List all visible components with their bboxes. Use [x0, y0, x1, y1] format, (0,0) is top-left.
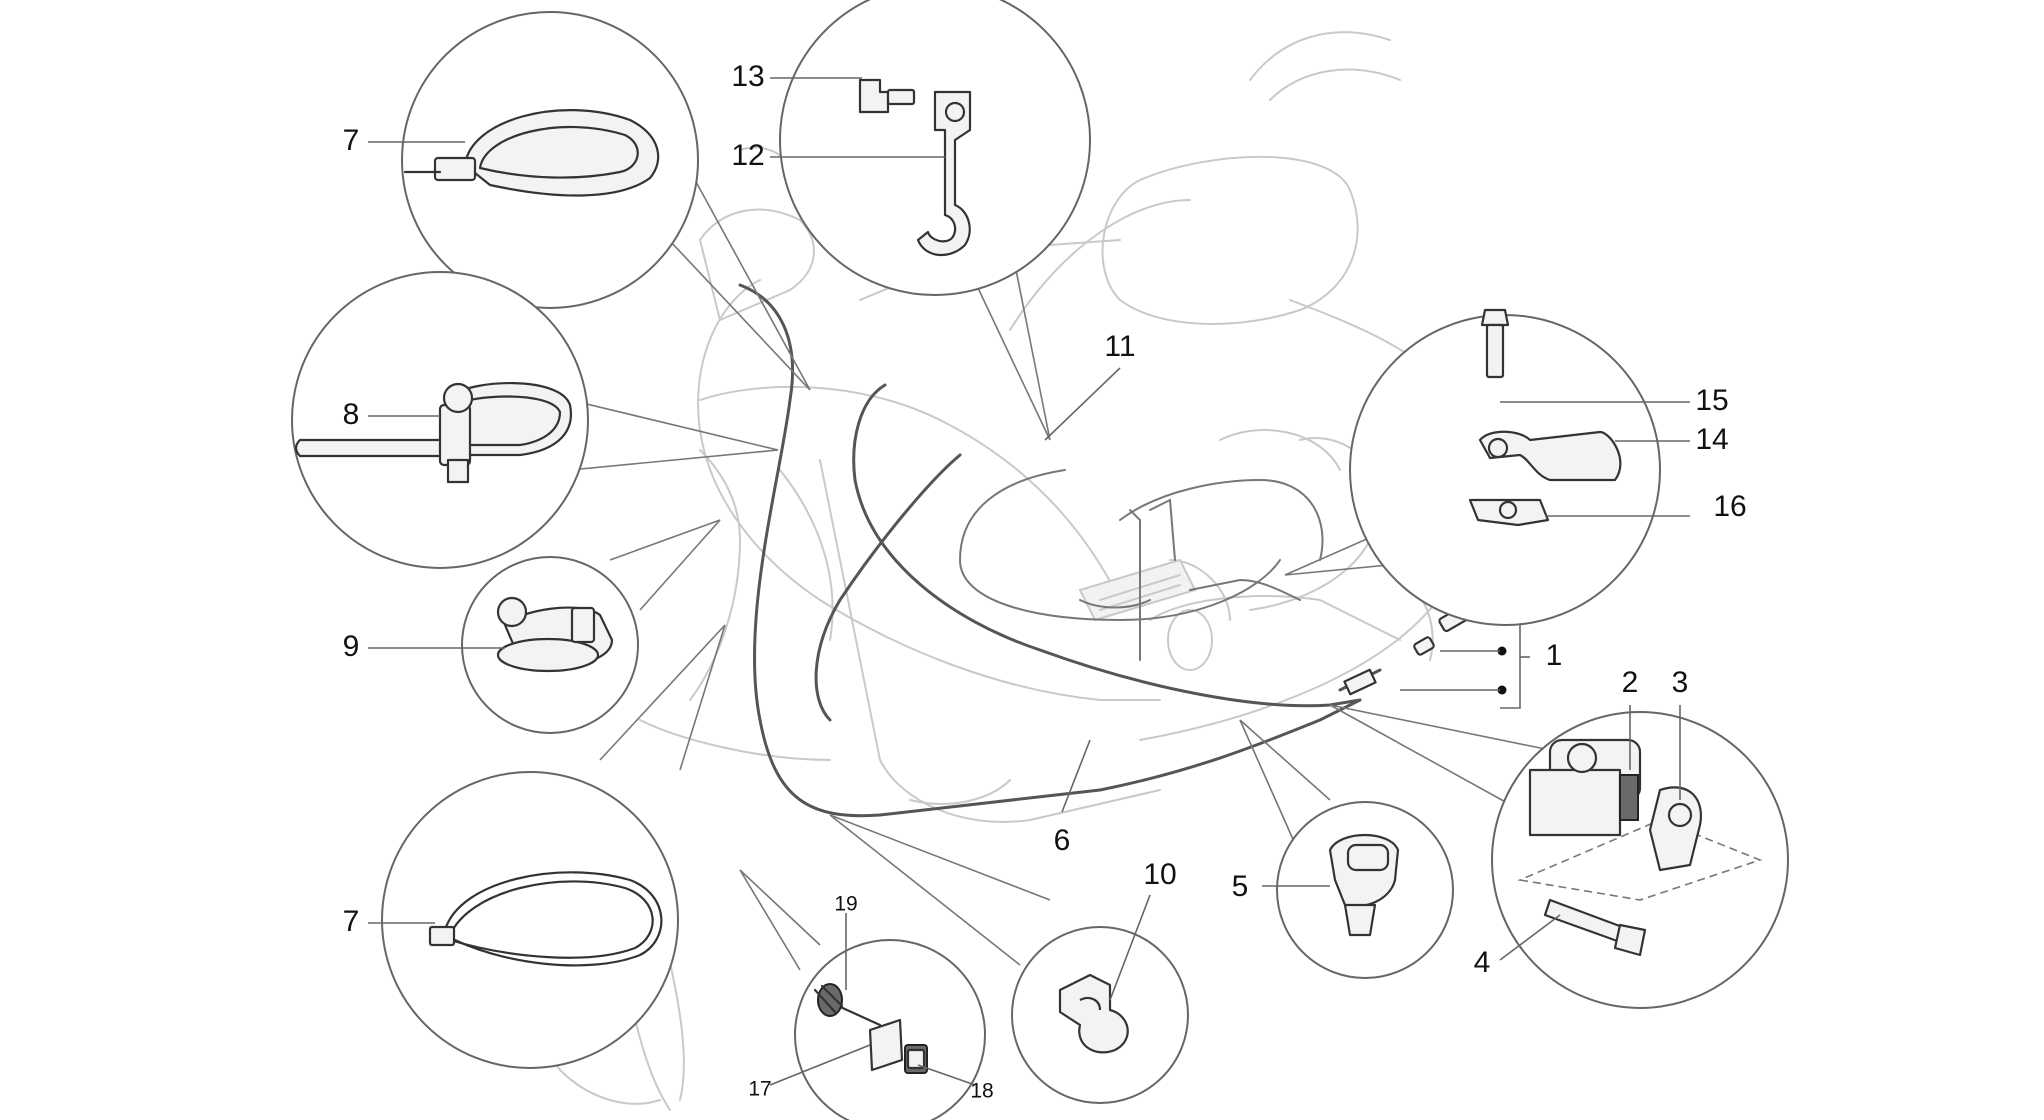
callout-15: 15	[1695, 384, 1728, 417]
callout-19: 19	[834, 893, 857, 916]
cable-routing	[738, 283, 1382, 818]
callout-16: 16	[1713, 490, 1746, 523]
callout-13: 13	[731, 60, 764, 93]
detail-circle-9	[461, 556, 639, 734]
callout-1: 1	[1546, 639, 1563, 672]
callout-4: 4	[1474, 946, 1491, 979]
callout-8: 8	[343, 398, 360, 431]
callout-2: 2	[1622, 666, 1639, 699]
detail-circle-2-3-4	[1491, 711, 1789, 1009]
callout-6: 6	[1054, 824, 1071, 857]
callout-12: 12	[731, 139, 764, 172]
detail-circle-5	[1276, 801, 1454, 979]
callout-labels: 1 2 3 4 5 6 7 7 8 9 10 11 12 13 14 15 16…	[343, 60, 1747, 1103]
callout-10: 10	[1143, 858, 1176, 891]
callout-7-bottom: 7	[343, 905, 360, 938]
callout-17: 17	[748, 1078, 771, 1101]
callout-18: 18	[970, 1080, 993, 1103]
cable-tie-head	[428, 925, 456, 947]
detail-circle-8	[291, 271, 589, 569]
callout-9: 9	[343, 630, 360, 663]
reference-dot	[1497, 646, 1507, 656]
cable-tie-head	[433, 156, 477, 182]
reference-dot	[1497, 685, 1507, 695]
callout-5: 5	[1232, 870, 1249, 903]
detail-circle-14-15-16	[1349, 308, 1661, 626]
detail-circle-10	[1011, 926, 1189, 1104]
callout-11: 11	[1104, 330, 1135, 363]
detail-circle-7-bottom	[381, 771, 679, 1069]
detail-circle-7-top	[401, 11, 699, 309]
callout-14: 14	[1695, 423, 1728, 456]
pointer-lines	[569, 179, 1551, 971]
detail-circle-12-13	[779, 0, 1091, 296]
callout-7-top: 7	[343, 124, 360, 157]
detail-circle-17-18-19	[794, 939, 986, 1120]
leader-lines	[368, 77, 1690, 1086]
callout-3: 3	[1672, 666, 1689, 699]
